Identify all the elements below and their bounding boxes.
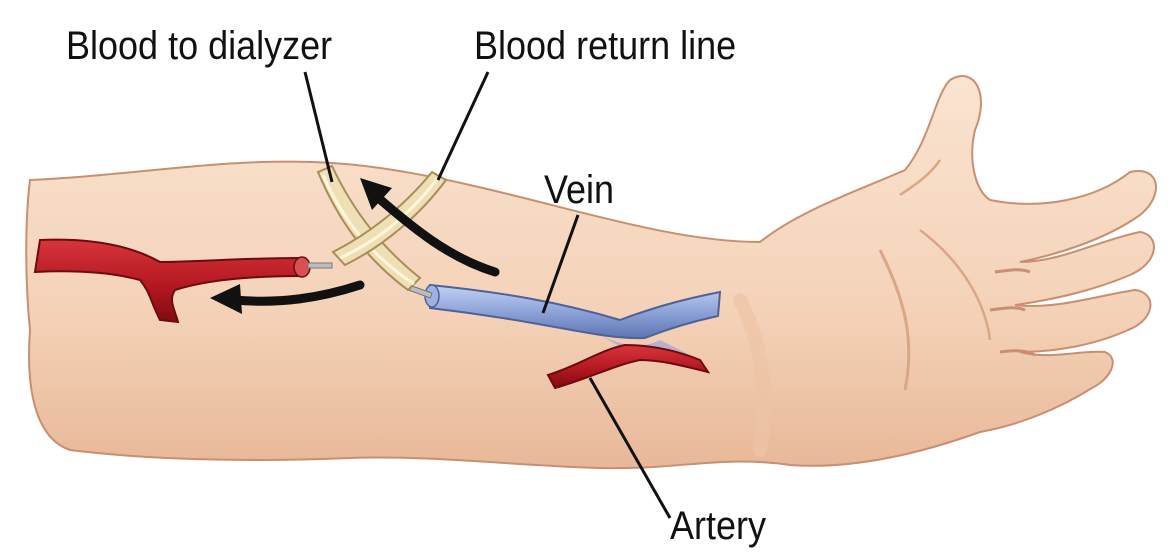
label-artery: Artery	[670, 506, 766, 546]
label-blood-to-dialyzer: Blood to dialyzer	[66, 26, 332, 66]
label-blood-return-line: Blood return line	[474, 26, 736, 66]
label-vein: Vein	[544, 170, 614, 210]
leader-blood-return-line	[438, 72, 488, 180]
